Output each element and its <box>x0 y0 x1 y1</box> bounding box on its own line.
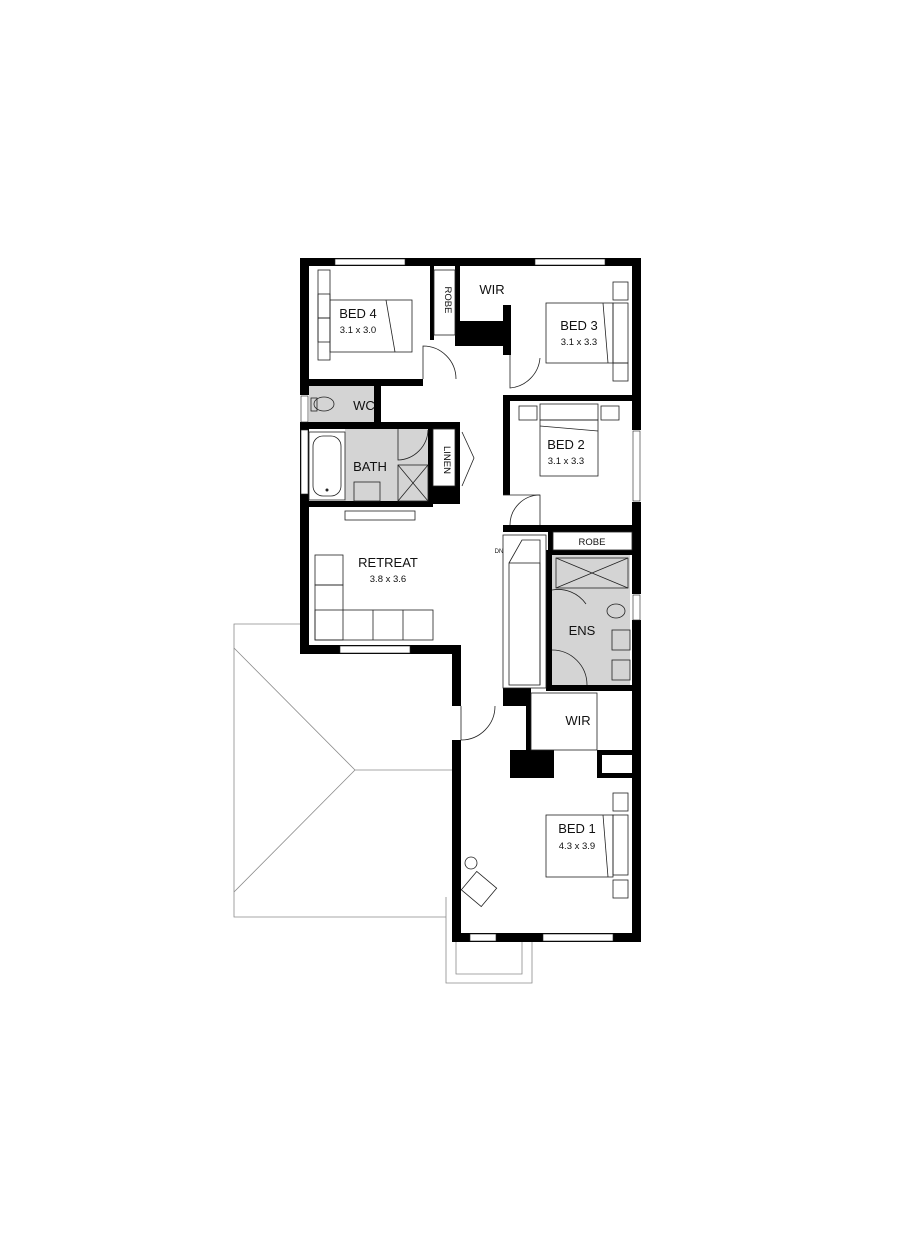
ens-name: ENS <box>569 623 596 638</box>
bed2-size: 3.1 x 3.3 <box>548 456 584 467</box>
bed3-name: BED 3 <box>560 318 598 333</box>
bath-name: BATH <box>353 459 387 474</box>
linen-name: LINEN <box>441 446 452 474</box>
bed3-size: 3.1 x 3.3 <box>561 337 597 348</box>
doors <box>397 345 588 741</box>
bed1-size: 4.3 x 3.9 <box>559 841 595 852</box>
wc-name: WC <box>353 398 375 413</box>
retreat-size: 3.8 x 3.6 <box>370 574 406 585</box>
room-labels: BED 4 3.1 x 3.0 ROBE WIR BED 3 3.1 x 3.3… <box>339 282 605 852</box>
bed1-name: BED 1 <box>558 821 596 836</box>
wet-areas <box>309 386 630 688</box>
wir3-name: WIR <box>479 282 504 297</box>
robe4-name: ROBE <box>442 287 453 314</box>
stair-dn: DN <box>495 549 504 555</box>
retreat-name: RETREAT <box>358 555 418 570</box>
wir1-name: WIR <box>565 713 590 728</box>
windows <box>300 258 641 942</box>
bed4-name: BED 4 <box>339 306 377 321</box>
robe2-name: ROBE <box>579 537 606 548</box>
bed4-size: 3.1 x 3.0 <box>340 325 376 336</box>
roof-outline <box>233 623 533 984</box>
bed2-name: BED 2 <box>547 437 585 452</box>
fixtures <box>308 269 633 908</box>
walls <box>300 258 641 942</box>
